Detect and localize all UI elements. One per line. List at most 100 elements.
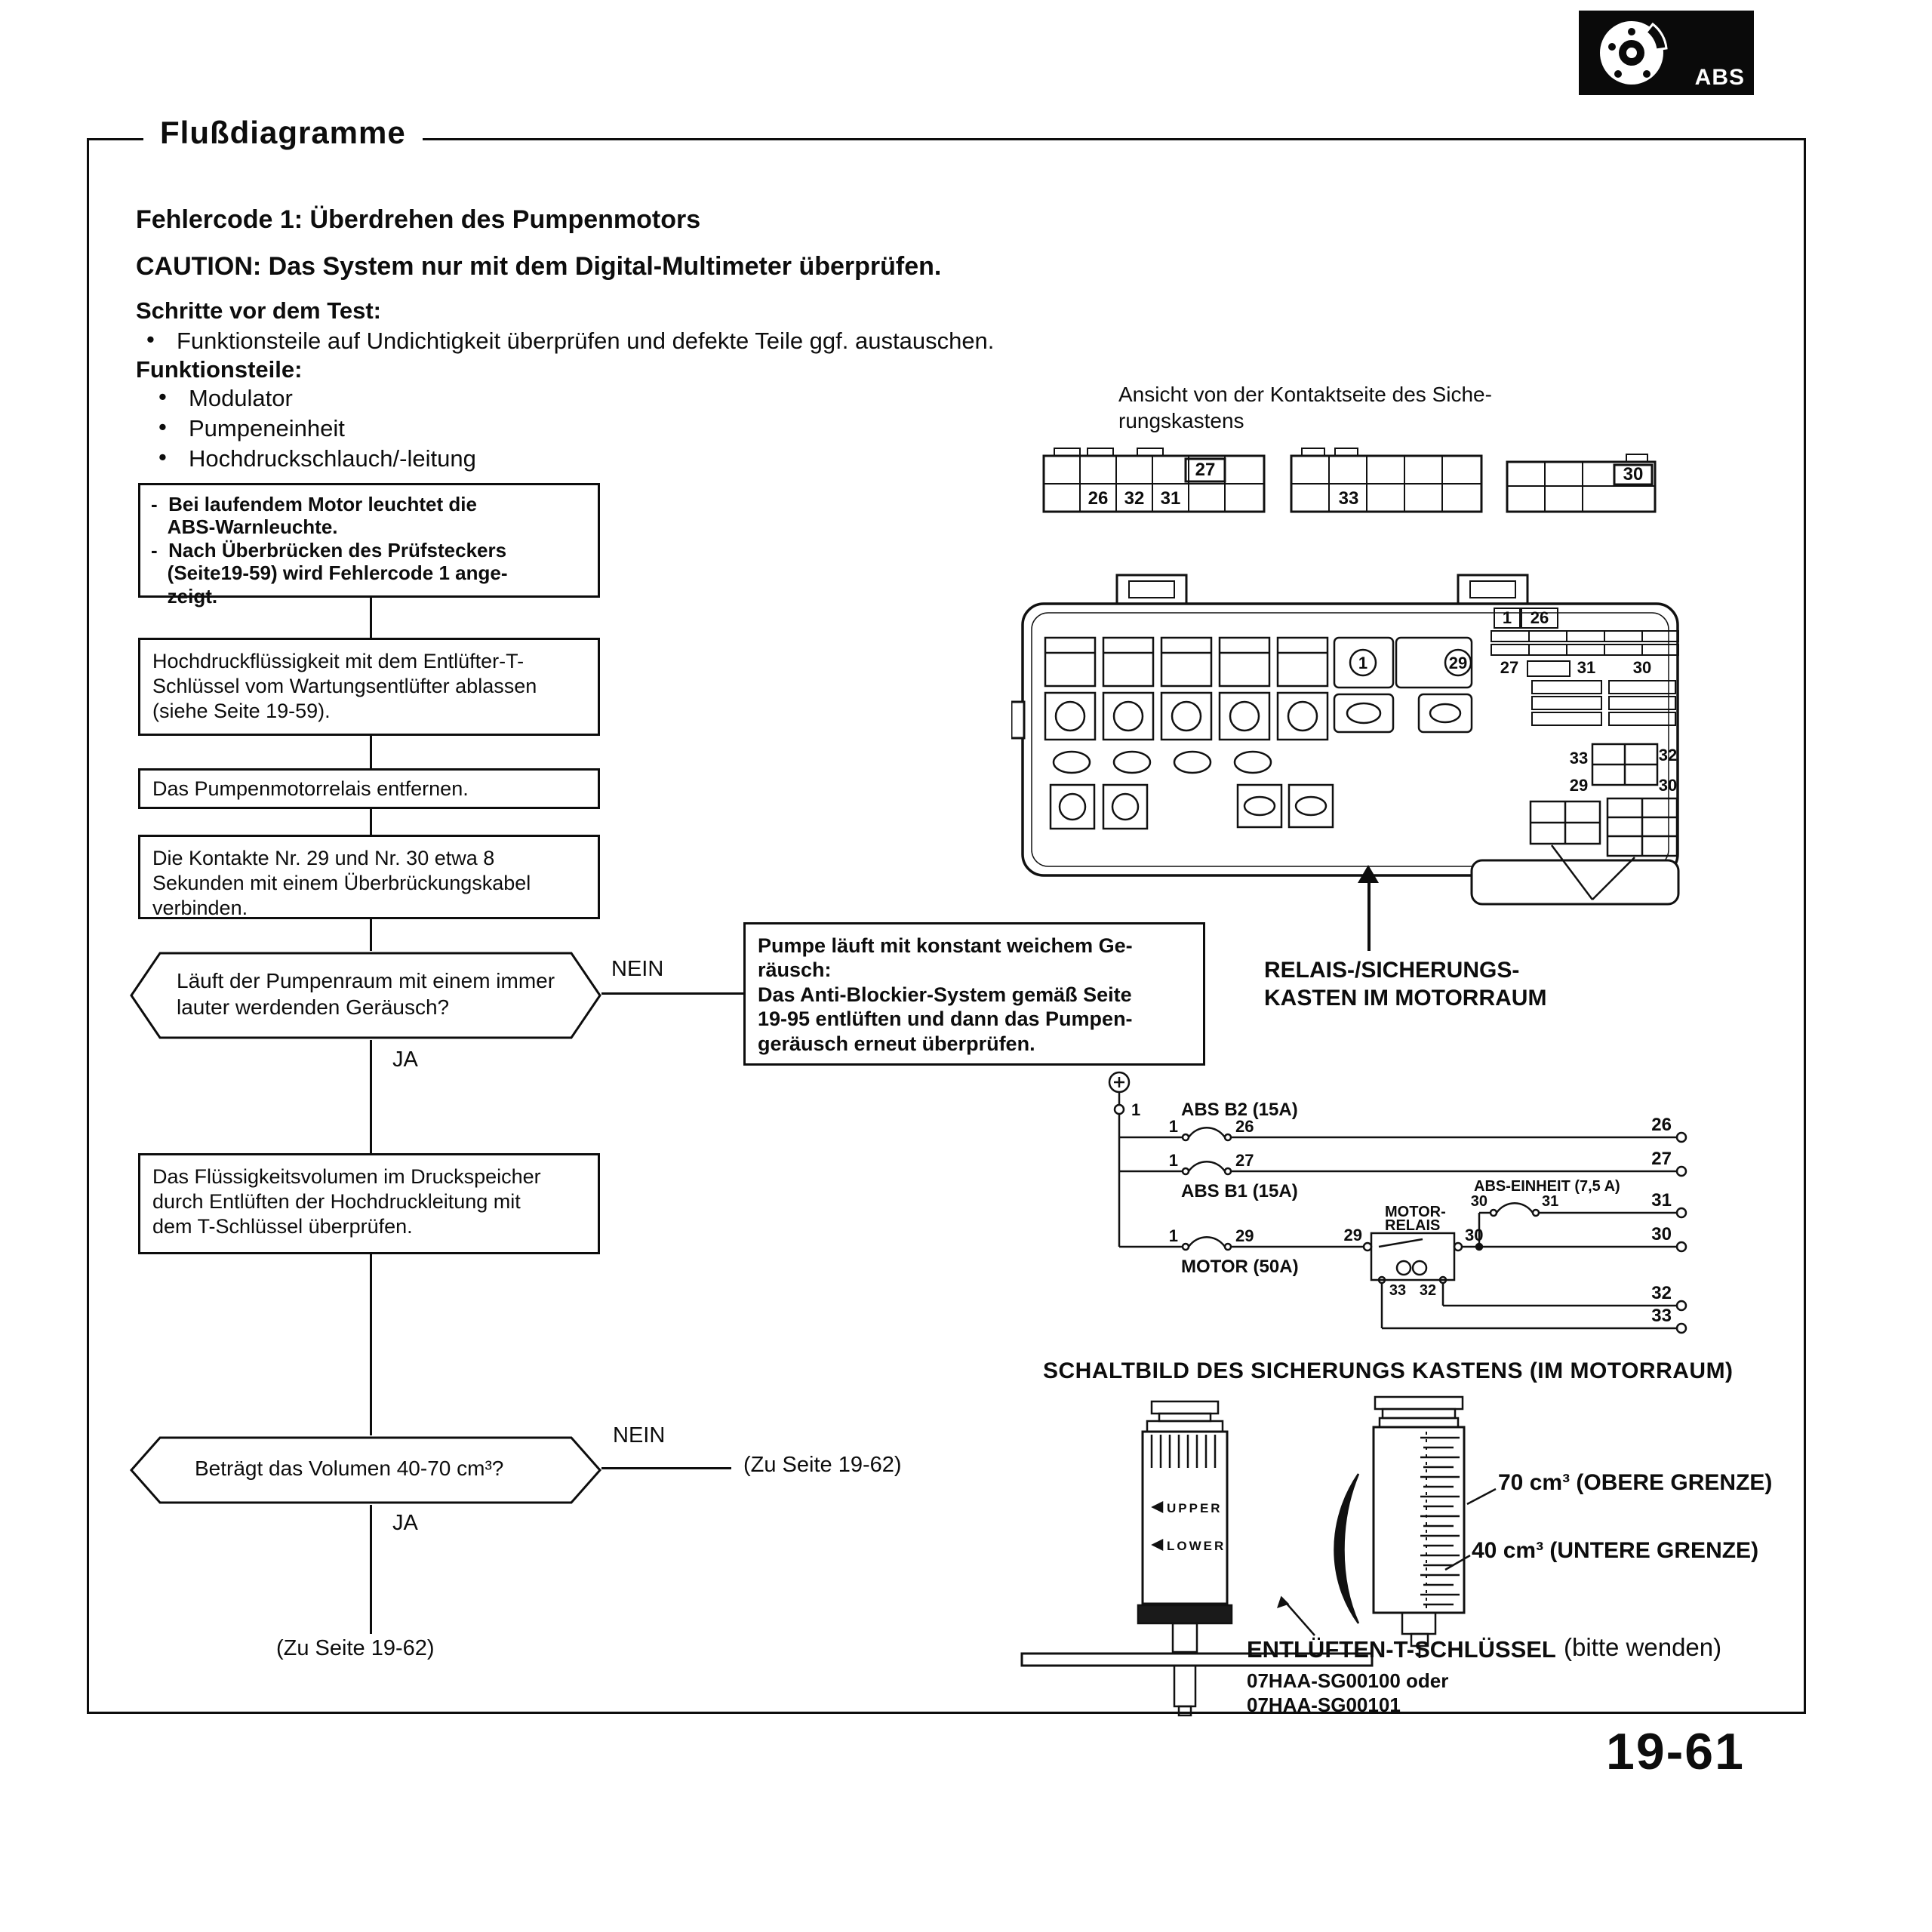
connector1-label-26: 26 bbox=[1088, 488, 1109, 509]
fusebox-body bbox=[1011, 574, 1680, 906]
circuit-labels: 1 ABS B2 (15A) 1 26 1 27 ABS B1 (15A) AB… bbox=[1131, 1100, 1672, 1326]
tool-right bbox=[1334, 1395, 1466, 1658]
flow-box-kontakte: Die Kontakte Nr. 29 und Nr. 30 etwa 8 Se… bbox=[138, 835, 600, 919]
circuit-fuse1-label: ABS B2 (15A) bbox=[1181, 1100, 1298, 1120]
abs-label: ABS bbox=[1694, 65, 1745, 90]
page-number: 19-61 bbox=[1606, 1723, 1745, 1780]
part-item-hochdruckschlauch: Hochdruckschlauch/-leitung bbox=[189, 445, 476, 472]
fusebox-det-29: 29 bbox=[1570, 776, 1588, 795]
fusebox-row-27: 27 bbox=[1500, 658, 1518, 677]
fusebox-strip-1: 1 bbox=[1503, 608, 1512, 627]
flow-nein1-line bbox=[601, 992, 743, 995]
pretest-item: Funktionsteile auf Undichtigkeit überprü… bbox=[177, 328, 995, 354]
label-ja-1: JA bbox=[392, 1048, 418, 1072]
flow-box-warnlampe: - Bei laufendem Motor leuchtet die ABS-W… bbox=[138, 483, 600, 608]
bullet-icon: • bbox=[158, 444, 167, 470]
circuit-fuse3-b: 31 bbox=[1542, 1193, 1558, 1210]
tool-part-number-1: 07HAA-SG00100 oder bbox=[1247, 1669, 1449, 1692]
bleeder-tool-illustration: UPPER LOWER bbox=[1020, 1395, 1497, 1717]
decision-shape bbox=[129, 1436, 602, 1504]
fusebox-view-caption: Ansicht von der Kontaktseite des Siche- … bbox=[1118, 383, 1492, 432]
fusebox-det-32: 32 bbox=[1659, 746, 1677, 764]
caution-text: CAUTION: Das System nur mit dem Digital-… bbox=[136, 252, 942, 281]
circuit-relay-30: 30 bbox=[1465, 1226, 1483, 1244]
bullet-icon: • bbox=[146, 326, 155, 352]
label-ja-2: JA bbox=[392, 1511, 418, 1535]
fusebox-center-relays bbox=[1333, 636, 1473, 734]
tool-part-number-2: 07HAA-SG00101 bbox=[1247, 1694, 1401, 1716]
limit-70-label: 70 cm³ (OBERE GRENZE) bbox=[1498, 1470, 1773, 1495]
circuit-fuse2-a: 1 bbox=[1169, 1151, 1178, 1170]
circuit-top-terminal-1: 1 bbox=[1131, 1100, 1140, 1119]
goto-seite-19-62-bottom: (Zu Seite 19-62) bbox=[276, 1636, 435, 1660]
circuit-fuse3-a: 30 bbox=[1471, 1193, 1487, 1210]
fusebox-strip-26: 26 bbox=[1531, 608, 1549, 627]
brake-disc-icon bbox=[1600, 21, 1668, 85]
flow-box-volumen: Das Flüssigkeitsvolumen im Druckspeicher… bbox=[138, 1153, 600, 1254]
circuit-terminal-30: 30 bbox=[1651, 1224, 1672, 1244]
circuit-fuse1-b: 26 bbox=[1235, 1117, 1254, 1136]
circuit-fuse2-label: ABS B1 (15A) bbox=[1181, 1181, 1298, 1201]
fusebox-circled-1: 1 bbox=[1358, 654, 1367, 672]
tool-pointer-lines bbox=[1277, 1487, 1497, 1636]
label-nein-1: NEIN bbox=[611, 957, 664, 981]
fusebox-pointer-label: RELAIS-/SICHERUNGS- KASTEN IM MOTORRAUM bbox=[1264, 958, 1547, 1011]
circuit-relay-label-2: RELAIS bbox=[1385, 1217, 1440, 1234]
decision-pumpgeraeusch-text: Läuft der Pumpenraum mit einem immer lau… bbox=[177, 969, 555, 1019]
fusebox-det-30: 30 bbox=[1659, 776, 1677, 795]
fusebox-number-labels: 1 29 1 26 27 31 30 33 32 29 30 bbox=[1358, 608, 1677, 795]
circuit-terminal-27: 27 bbox=[1651, 1149, 1672, 1169]
connector-number-labels: 27 26 32 31 33 30 bbox=[1088, 460, 1644, 509]
circuit-terminal-26: 26 bbox=[1651, 1115, 1672, 1135]
flow-nein2-line bbox=[601, 1467, 731, 1469]
fusebox-circled-29: 29 bbox=[1449, 654, 1467, 672]
circuit-fuse4-b: 29 bbox=[1235, 1226, 1254, 1245]
circuit-relay-33: 33 bbox=[1389, 1282, 1406, 1299]
flow-connector-line bbox=[370, 919, 372, 951]
tool-lower-label: LOWER bbox=[1167, 1539, 1226, 1553]
flow-connector-line bbox=[370, 809, 372, 835]
circuit-relay-label-1: MOTOR- bbox=[1385, 1204, 1446, 1220]
circuit-terminal-31: 31 bbox=[1651, 1190, 1672, 1211]
tool-left bbox=[1020, 1400, 1374, 1717]
page-frame bbox=[87, 138, 1806, 1714]
flow-connector-line bbox=[370, 736, 372, 768]
circuit-relay-29: 29 bbox=[1344, 1226, 1362, 1244]
flow-connector-line bbox=[370, 1254, 372, 1435]
circuit-fuse1-a: 1 bbox=[1169, 1117, 1178, 1136]
connector1-label-32: 32 bbox=[1124, 488, 1145, 509]
turn-page-note: (bitte wenden) bbox=[1564, 1633, 1722, 1661]
decision-volumen: Beträgt das Volumen 40-70 cm³? bbox=[129, 1435, 602, 1505]
goto-seite-19-62-nein: (Zu Seite 19-62) bbox=[743, 1453, 902, 1477]
fusebox-row-31: 31 bbox=[1577, 658, 1595, 677]
connector2-label-33: 33 bbox=[1339, 488, 1359, 509]
decision-volumen-text: Beträgt das Volumen 40-70 cm³? bbox=[195, 1457, 504, 1480]
flow-connector-line bbox=[370, 1040, 372, 1153]
circuit-wires bbox=[1108, 1071, 1687, 1334]
bullet-icon: • bbox=[158, 383, 167, 410]
flow-box-result-nein: Pumpe läuft mit konstant weichem Ge- räu… bbox=[743, 922, 1205, 1066]
bullet-icon: • bbox=[158, 414, 167, 440]
parts-heading: Funktionsteile: bbox=[136, 356, 303, 383]
flow-connector-line bbox=[370, 598, 372, 638]
fusebox-row-30: 30 bbox=[1633, 658, 1651, 677]
fusebox-pointer-arrowhead bbox=[1358, 865, 1379, 883]
connector1-label-27: 27 bbox=[1195, 460, 1216, 480]
part-item-pumpeneinheit: Pumpeneinheit bbox=[189, 415, 345, 441]
fusebox-pointer-line bbox=[1367, 881, 1371, 951]
connector1-label-31: 31 bbox=[1161, 488, 1181, 509]
fusebox-connector-views: 27 26 32 31 33 30 bbox=[1042, 448, 1657, 513]
circuit-terminal-33: 33 bbox=[1651, 1306, 1672, 1326]
fuse-relay-box-illustration: 1 29 1 26 27 31 30 33 32 29 30 bbox=[1011, 574, 1680, 906]
connector-outlines bbox=[1042, 448, 1657, 513]
pretest-heading: Schritte vor dem Test: bbox=[136, 297, 382, 324]
abs-badge: ABS bbox=[1579, 11, 1754, 95]
decision-pumpgeraeusch: Läuft der Pumpenraum mit einem immer lau… bbox=[130, 951, 601, 1040]
fusebox-circuit-diagram: 1 ABS B2 (15A) 1 26 1 27 ABS B1 (15A) AB… bbox=[1108, 1071, 1687, 1334]
flow-box-relais-entfernen: Das Pumpenmotorrelais entfernen. bbox=[138, 768, 600, 809]
circuit-relay-32: 32 bbox=[1420, 1282, 1436, 1299]
flow-connector-line bbox=[370, 1505, 372, 1634]
tool-level-labels: UPPER LOWER bbox=[1167, 1501, 1226, 1553]
circuit-fuse4-a: 1 bbox=[1169, 1226, 1178, 1245]
tool-upper-label: UPPER bbox=[1167, 1501, 1223, 1515]
